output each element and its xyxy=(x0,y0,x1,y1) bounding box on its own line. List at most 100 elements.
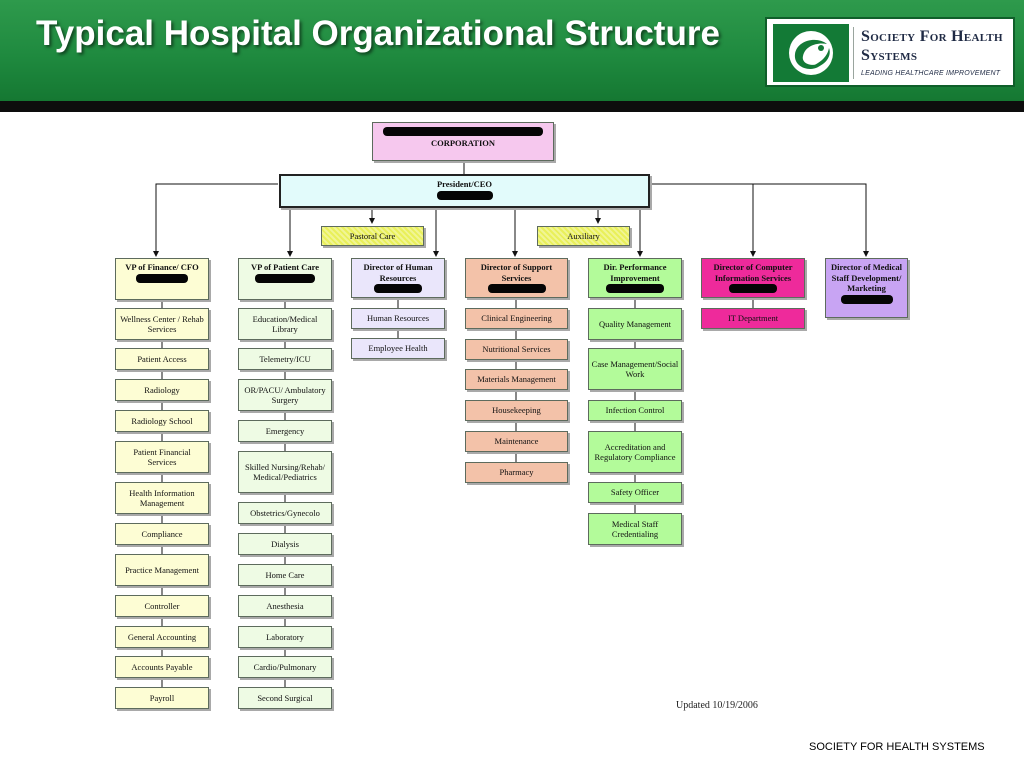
finance-item: Wellness Center / Rehab Services xyxy=(115,308,209,340)
president-label: President/CEO xyxy=(436,179,493,189)
patient-care-item-label: Emergency xyxy=(265,425,305,436)
redacted-block xyxy=(255,273,315,283)
patient-care-item-label: OR/PACU/ Ambulatory Surgery xyxy=(244,384,326,406)
head-hr: Director of Human Resources xyxy=(351,258,445,298)
head-support: Director of Support Services xyxy=(465,258,568,298)
logo-wordmark: Society For Health Systems xyxy=(861,28,1003,64)
patient-care-item: Skilled Nursing/Rehab/ Medical/Pediatric… xyxy=(238,451,332,493)
finance-item-label: Accounts Payable xyxy=(131,661,193,672)
auxiliary-box: Auxiliary xyxy=(537,226,630,246)
support-item-label: Nutritional Services xyxy=(482,344,551,355)
updated-date: Updated 10/19/2006 xyxy=(676,700,758,711)
patient-care-item-label: Laboratory xyxy=(266,631,304,642)
head-patient-care-label: VP of Patient Care xyxy=(250,262,320,272)
head-medical-staff: Director of Medical Staff Development/ M… xyxy=(825,258,908,318)
performance-item: Safety Officer xyxy=(588,482,682,503)
performance-item-label: Quality Management xyxy=(599,318,671,329)
performance-item: Infection Control xyxy=(588,400,682,421)
patient-care-item-label: Cardio/Pulmonary xyxy=(253,661,317,672)
head-performance-label: Dir. Performance Improvement xyxy=(603,262,667,283)
finance-item-label: Wellness Center / Rehab Services xyxy=(120,313,204,335)
redacted-block xyxy=(383,127,543,136)
performance-item-label: Medical Staff Credentialing xyxy=(611,518,659,540)
patient-care-item: Telemetry/ICU xyxy=(238,348,332,370)
patient-care-item-label: Home Care xyxy=(265,569,305,580)
president-box: President/CEO xyxy=(279,174,650,208)
performance-item-label: Infection Control xyxy=(605,405,665,416)
patient-care-item: Cardio/Pulmonary xyxy=(238,656,332,678)
redacted-block xyxy=(487,284,546,293)
finance-item: Payroll xyxy=(115,687,209,709)
patient-care-item: Second Surgical xyxy=(238,687,332,709)
patient-care-item: Dialysis xyxy=(238,533,332,555)
finance-item: General Accounting xyxy=(115,626,209,648)
hr-item: Employee Health xyxy=(351,338,445,359)
finance-item: Controller xyxy=(115,595,209,617)
finance-item: Compliance xyxy=(115,523,209,545)
corporation-box: CORPORATION xyxy=(372,122,554,161)
finance-item-label: Health Information Management xyxy=(129,487,195,509)
finance-item-label: Radiology School xyxy=(131,415,193,426)
head-performance: Dir. Performance Improvement xyxy=(588,258,682,298)
hr-item: Human Resources xyxy=(351,308,445,329)
redacted-block xyxy=(729,284,777,293)
page-title: Typical Hospital Organizational Structur… xyxy=(36,14,720,53)
redacted-block xyxy=(840,294,893,304)
hr-item-label: Human Resources xyxy=(366,313,430,324)
head-hr-label: Director of Human Resources xyxy=(363,262,433,283)
performance-item: Case Management/Social Work xyxy=(588,348,682,390)
support-item-label: Housekeeping xyxy=(492,405,541,416)
patient-care-item-label: Skilled Nursing/Rehab/ Medical/Pediatric… xyxy=(244,461,326,483)
swoosh-logo-icon xyxy=(773,24,849,82)
finance-item: Practice Management xyxy=(115,554,209,586)
finance-item-label: Compliance xyxy=(141,528,183,539)
performance-item: Quality Management xyxy=(588,308,682,340)
finance-item-label: Payroll xyxy=(149,692,175,703)
patient-care-item-label: Anesthesia xyxy=(266,600,304,611)
finance-item: Patient Access xyxy=(115,348,209,370)
support-item: Clinical Engineering xyxy=(465,308,568,329)
finance-item-label: Patient Access xyxy=(137,353,187,364)
performance-item: Accreditation and Regulatory Compliance xyxy=(588,431,682,473)
patient-care-item: Obstetrics/Gynecolo xyxy=(238,502,332,524)
hr-item-label: Employee Health xyxy=(368,343,428,354)
logo-tagline: LEADING HEALTHCARE IMPROVEMENT xyxy=(861,70,1001,77)
finance-item-label: General Accounting xyxy=(127,631,197,642)
cis-item: IT Department xyxy=(701,308,805,329)
finance-item: Patient Financial Services xyxy=(115,441,209,473)
performance-item-label: Accreditation and Regulatory Compliance xyxy=(594,441,676,463)
cis-item-label: IT Department xyxy=(727,313,779,324)
pastoral-care-label: Pastoral Care xyxy=(349,230,396,241)
support-item-label: Maintenance xyxy=(494,436,539,447)
pastoral-care-box: Pastoral Care xyxy=(321,226,424,246)
finance-item-label: Radiology xyxy=(144,384,180,395)
patient-care-item-label: Obstetrics/Gynecolo xyxy=(250,507,320,518)
patient-care-item-label: Dialysis xyxy=(271,538,299,549)
support-item-label: Materials Management xyxy=(477,374,556,385)
patient-care-item-label: Education/Medical Library xyxy=(252,313,318,335)
performance-item: Medical Staff Credentialing xyxy=(588,513,682,545)
performance-item-label: Safety Officer xyxy=(610,487,660,498)
redacted-block xyxy=(136,273,188,283)
head-support-label: Director of Support Services xyxy=(480,262,553,283)
corporation-label: CORPORATION xyxy=(430,138,496,148)
patient-care-item: OR/PACU/ Ambulatory Surgery xyxy=(238,379,332,411)
support-item-label: Clinical Engineering xyxy=(481,313,552,324)
support-item-label: Pharmacy xyxy=(499,467,534,478)
patient-care-item-label: Second Surgical xyxy=(257,692,313,703)
patient-care-item: Home Care xyxy=(238,564,332,586)
support-item: Housekeeping xyxy=(465,400,568,421)
header-divider xyxy=(0,101,1024,112)
performance-item-label: Case Management/Social Work xyxy=(591,358,679,380)
finance-item: Health Information Management xyxy=(115,482,209,514)
footer-text: SOCIETY FOR HEALTH SYSTEMS xyxy=(809,741,985,753)
support-item: Nutritional Services xyxy=(465,339,568,360)
auxiliary-label: Auxiliary xyxy=(567,230,600,241)
finance-item: Radiology xyxy=(115,379,209,401)
finance-item: Accounts Payable xyxy=(115,656,209,678)
redacted-block xyxy=(606,284,664,293)
head-cis: Director of Computer Information Service… xyxy=(701,258,805,298)
logo-divider xyxy=(853,27,854,79)
head-finance: VP of Finance/ CFO xyxy=(115,258,209,300)
finance-item-label: Controller xyxy=(144,600,180,611)
